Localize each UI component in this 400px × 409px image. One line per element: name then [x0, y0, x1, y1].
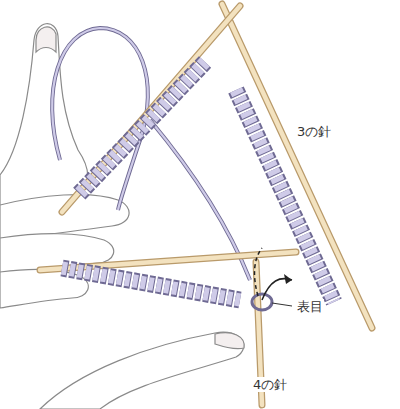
- label-holder: 表目: [296, 297, 324, 316]
- label-holder: 3の針: [296, 122, 332, 141]
- needle-label: 3の針: [296, 124, 332, 139]
- stitch-label: 表目: [296, 299, 324, 314]
- hand: [0, 24, 244, 409]
- stitches: [62, 62, 334, 310]
- label-holder: 4の針: [252, 375, 288, 394]
- needles: [40, 4, 372, 405]
- needle-label: 4の針: [252, 377, 288, 392]
